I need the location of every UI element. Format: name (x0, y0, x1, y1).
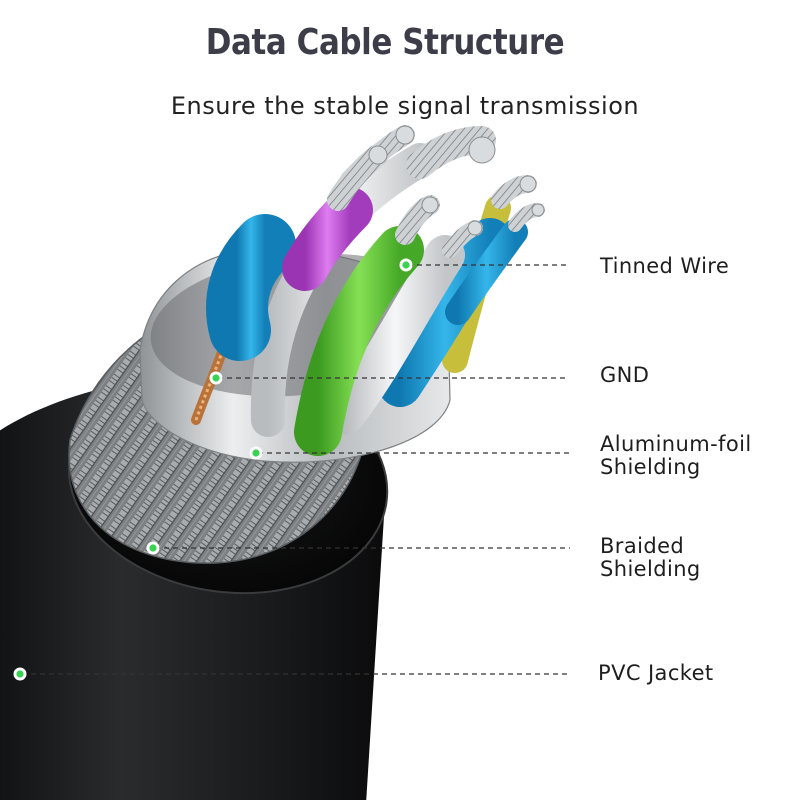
wire-white-front (325, 235, 465, 435)
callout-tinned-wire: Tinned Wire (600, 255, 729, 278)
callout-aluminum-foil: Aluminum-foil Shielding (600, 433, 752, 479)
callout-text: Aluminum-foil (600, 432, 752, 456)
callout-text: Tinned Wire (600, 254, 730, 278)
leader-lines (22, 264, 570, 675)
callout-text: PVC Jacket (598, 661, 714, 685)
callout-text: Shielding (600, 557, 701, 581)
page-title: Data Cable Structure (205, 22, 565, 63)
callout-braided: Braided Shielding (600, 535, 701, 581)
callout-pvc-jacket: PVC Jacket (598, 662, 714, 685)
wire-purple (282, 187, 373, 291)
wire-green (294, 226, 424, 456)
callout-gnd: GND (600, 364, 649, 387)
callout-text: GND (600, 363, 650, 387)
marker-dots (13, 258, 413, 681)
page-subtitle: Ensure the stable signal transmission (170, 92, 640, 120)
callout-text: Braided (600, 534, 685, 558)
callout-text: Shielding (600, 455, 701, 479)
wire-blue-right (378, 218, 512, 407)
wire-blue-left (206, 214, 296, 361)
